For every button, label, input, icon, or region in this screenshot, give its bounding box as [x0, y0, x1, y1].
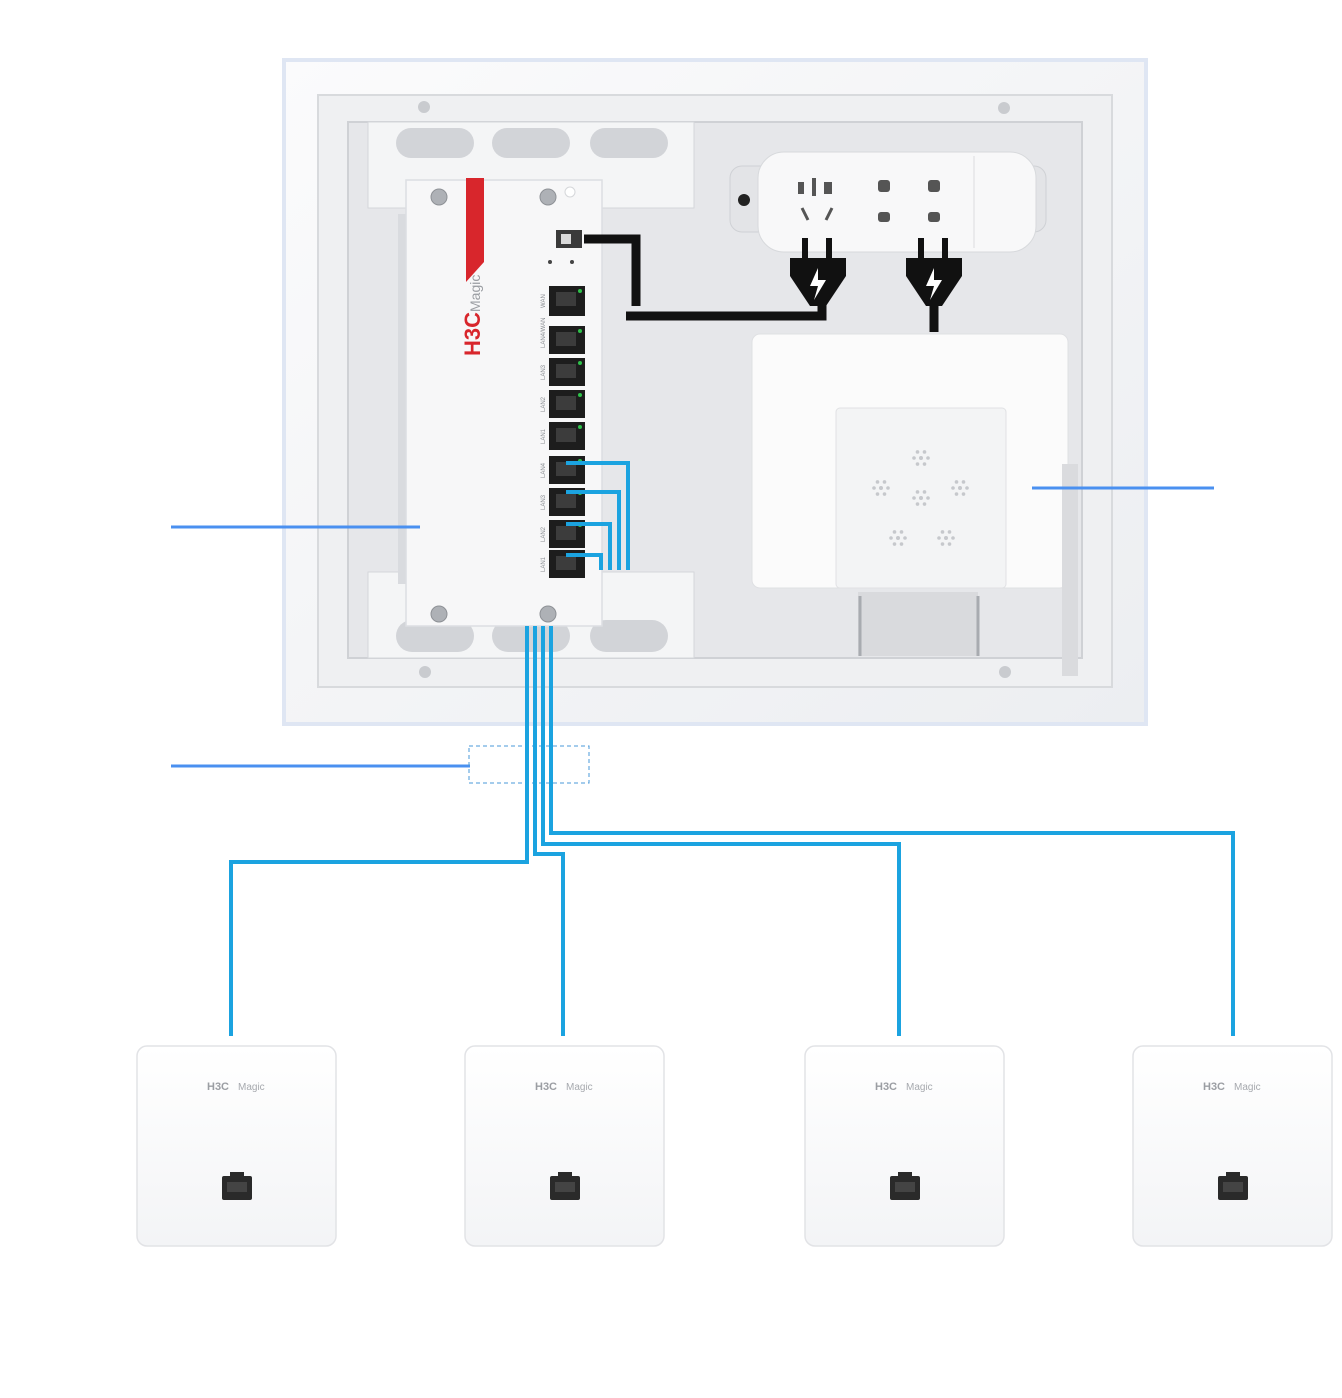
vent-cluster — [951, 480, 969, 496]
port-label: LAN3 — [541, 364, 547, 380]
ethernet-port-icon — [550, 1172, 580, 1200]
lightning-icon — [926, 268, 942, 300]
ethernet-cable — [566, 461, 630, 570]
ethernet-cable — [566, 553, 603, 570]
ap-brand-suffix: Magic — [906, 1082, 933, 1093]
ap-faceplate — [464, 1045, 665, 1247]
screw-icon — [998, 102, 1010, 114]
ap-brand-prefix: H3C — [875, 1081, 897, 1093]
optical-modem — [751, 333, 1078, 676]
ethernet-port: LAN2 — [541, 390, 585, 418]
screw-icon — [430, 605, 448, 623]
port-label: LAN4 — [541, 462, 547, 478]
power-strip — [729, 151, 1047, 253]
port-led-icon — [578, 425, 582, 429]
vent-holes-icon — [872, 450, 969, 546]
power-plug-icon — [790, 238, 846, 306]
wall-access-point: H3C Magic — [804, 1045, 1005, 1247]
ethernet-cable-ap-1 — [229, 626, 529, 1036]
vent-cluster — [912, 490, 930, 506]
socket-outlet — [878, 180, 890, 222]
ap-brand-suffix: Magic — [1234, 1082, 1261, 1093]
router-power-cable — [626, 304, 827, 321]
ap-brand-prefix: H3C — [535, 1081, 557, 1093]
port-label: LAN1 — [541, 428, 547, 444]
ap-faceplate — [804, 1045, 1005, 1247]
power-strip-body — [757, 151, 1037, 253]
screw-icon — [418, 101, 430, 113]
ethernet-port: LAN3 — [541, 358, 585, 386]
port-label: LAN4/WAN — [541, 318, 547, 348]
router-red-stripe — [466, 178, 484, 282]
ethernet-port: LAN4 — [541, 456, 585, 484]
port-label: LAN2 — [541, 396, 547, 412]
router-device: H3C Magic WANLAN4/WANLAN3LAN2LAN1LAN4LAN… — [398, 178, 603, 627]
ethernet-cable-ap-3 — [541, 626, 901, 1036]
ethernet-port: LAN4/WAN — [541, 318, 585, 354]
ap-brand-prefix: H3C — [1203, 1081, 1225, 1093]
screw-icon — [419, 666, 431, 678]
reset-button — [548, 260, 552, 264]
ethernet-cables — [229, 461, 1235, 1036]
wall-access-point: H3C Magic — [1132, 1045, 1333, 1247]
ap-brand-prefix: H3C — [207, 1081, 229, 1093]
port-led-icon — [578, 329, 582, 333]
ap-brand-suffix: Magic — [566, 1082, 593, 1093]
port-led-icon — [578, 393, 582, 397]
port-label: LAN3 — [541, 494, 547, 510]
ethernet-cable-ap-4 — [549, 626, 1235, 1036]
router-brand-logo: H3C Magic — [460, 275, 485, 356]
ethernet-cable-ap-2 — [533, 626, 565, 1036]
ap-faceplate — [1132, 1045, 1333, 1247]
wall-access-point: H3C Magic — [136, 1045, 337, 1247]
socket-outlet — [928, 180, 940, 222]
ethernet-cable — [566, 490, 621, 570]
router-brand-prefix: H3C — [460, 312, 485, 356]
vent-cluster — [937, 530, 955, 546]
router-brand-suffix: Magic — [467, 275, 483, 312]
socket-outlet — [798, 178, 834, 221]
ethernet-cable — [566, 522, 612, 570]
router-power-cable — [584, 234, 641, 306]
ap-faceplate — [136, 1045, 337, 1247]
screw-icon — [539, 188, 557, 206]
screw-icon — [999, 666, 1011, 678]
vent-cluster — [872, 480, 890, 496]
screw-icon — [539, 605, 557, 623]
screw-icon — [430, 188, 448, 206]
port-label: LAN1 — [541, 556, 547, 572]
ethernet-port-icon — [1218, 1172, 1248, 1200]
wall-access-points: H3C Magic H3C Magic H3C Magic H3C Magic — [136, 1045, 1333, 1247]
vent-cluster — [889, 530, 907, 546]
port-label: WAN — [541, 294, 547, 308]
lightning-icon — [810, 268, 826, 300]
port-label: LAN2 — [541, 526, 547, 542]
wall-access-point: H3C Magic — [464, 1045, 665, 1247]
port-led-icon — [578, 361, 582, 365]
ethernet-port-icon — [890, 1172, 920, 1200]
ethernet-port: WAN — [541, 286, 585, 316]
ap-brand-suffix: Magic — [238, 1082, 265, 1093]
vent-cluster — [912, 450, 930, 466]
ethernet-port: LAN1 — [541, 422, 585, 450]
power-plug-icon — [906, 238, 962, 306]
port-led-icon — [578, 289, 582, 293]
ethernet-port-icon — [222, 1172, 252, 1200]
